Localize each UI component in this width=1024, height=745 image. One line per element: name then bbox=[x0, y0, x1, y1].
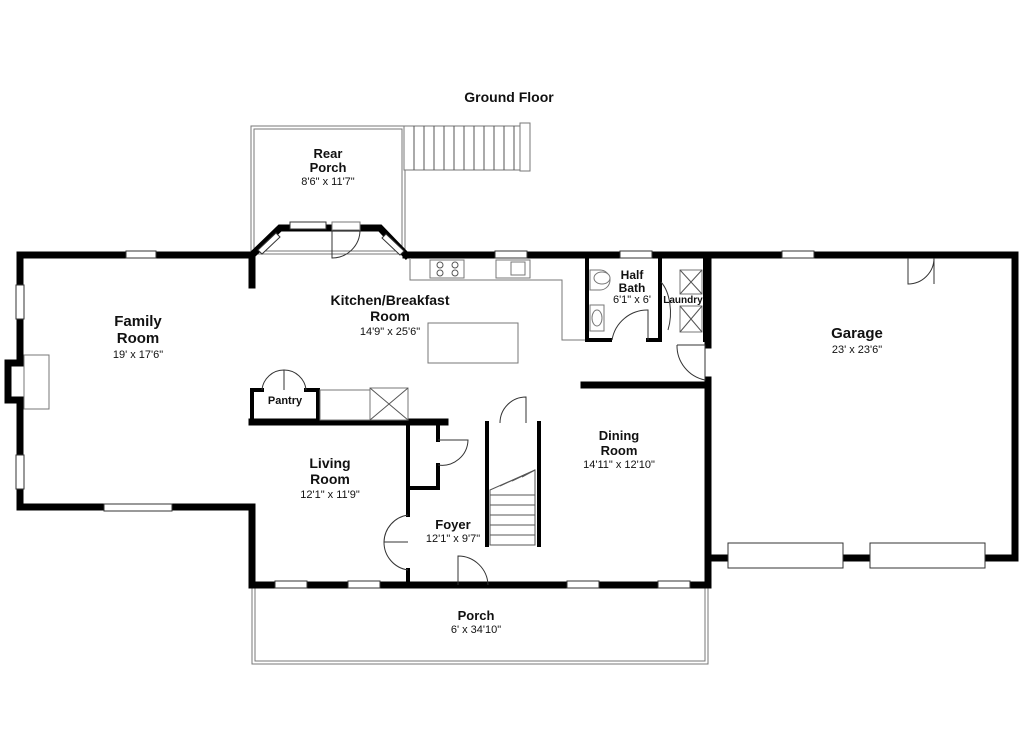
room-name: Rear bbox=[314, 146, 343, 161]
fireplace bbox=[23, 354, 50, 410]
room-dimensions: 6'1" x 6' bbox=[613, 294, 651, 306]
room-name: Kitchen/Breakfast bbox=[330, 292, 449, 308]
pantry-label: Pantry bbox=[268, 395, 303, 407]
rear-stairs bbox=[403, 122, 531, 172]
dining-room-label: Dining Room 14'11" x 12'10" bbox=[583, 428, 655, 471]
room-dimensions: 14'9" x 25'6" bbox=[360, 326, 420, 338]
room-name: Garage bbox=[831, 325, 883, 342]
laundry-label: Laundry bbox=[663, 295, 703, 306]
room-name: Room bbox=[117, 330, 160, 347]
laundry-machines bbox=[679, 269, 703, 333]
room-dimensions: 14'11" x 12'10" bbox=[583, 459, 655, 471]
room-name: Living bbox=[309, 455, 350, 471]
room-name: Room bbox=[310, 471, 350, 487]
bath-fixtures bbox=[589, 269, 611, 332]
kitchen-label: Kitchen/Breakfast Room 14'9" x 25'6" bbox=[330, 292, 449, 338]
doors bbox=[261, 221, 935, 586]
half-bath-label: Half Bath 6'1" x 6' bbox=[613, 268, 651, 306]
room-name: Room bbox=[370, 308, 410, 324]
room-name: Porch bbox=[310, 160, 347, 175]
room-dimensions: 8'6" x 11'7" bbox=[301, 176, 354, 188]
room-name: Porch bbox=[458, 608, 495, 623]
room-name: Bath bbox=[619, 281, 646, 295]
room-name: Dining bbox=[599, 428, 639, 443]
rear-porch-label: Rear Porch 8'6" x 11'7" bbox=[301, 146, 354, 188]
floor-title: Ground Floor bbox=[464, 89, 554, 105]
interior-walls bbox=[248, 251, 709, 585]
foyer-label: Foyer 12'1" x 9'7" bbox=[426, 517, 480, 545]
kitchen-island bbox=[427, 322, 519, 364]
living-room-label: Living Room 12'1" x 11'9" bbox=[300, 455, 360, 501]
room-name: Foyer bbox=[435, 517, 470, 532]
room-dimensions: 12'1" x 9'7" bbox=[426, 533, 480, 545]
front-porch-area bbox=[251, 584, 709, 665]
windows bbox=[15, 221, 986, 589]
stove bbox=[429, 259, 465, 279]
room-name: Half bbox=[621, 268, 645, 282]
room-dimensions: 6' x 34'10" bbox=[451, 624, 501, 636]
room-dimensions: 12'1" x 11'9" bbox=[300, 489, 360, 501]
room-dimensions: 23' x 23'6" bbox=[832, 344, 882, 356]
porch-label: Porch 6' x 34'10" bbox=[451, 608, 501, 636]
room-name: Family bbox=[114, 313, 162, 330]
family-room-label: Family Room 19' x 17'6" bbox=[113, 313, 163, 361]
interior-stairs bbox=[489, 469, 536, 546]
garage-label: Garage 23' x 23'6" bbox=[831, 325, 883, 356]
room-dimensions: 19' x 17'6" bbox=[113, 349, 163, 361]
room-name: Room bbox=[601, 443, 638, 458]
kitchen-fixtures bbox=[319, 258, 585, 421]
